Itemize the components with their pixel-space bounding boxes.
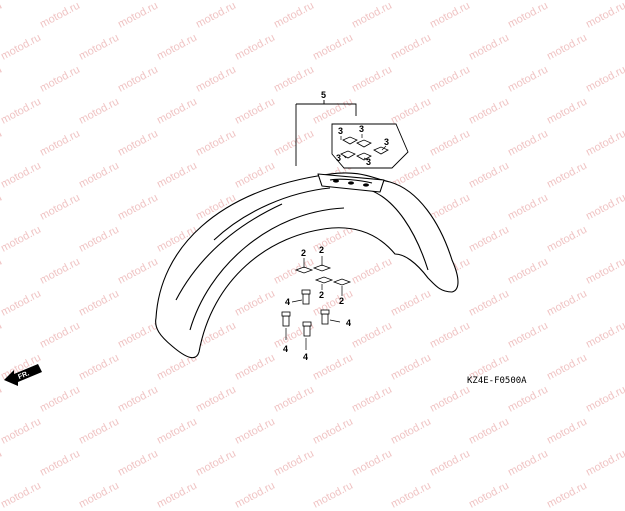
watermark-text: motod.ru [155, 479, 199, 511]
callout-bolt-3: 4 [303, 352, 308, 362]
watermark-text: motod.ru [77, 479, 121, 511]
diagram-code: KZ4E-F0500A [467, 376, 527, 386]
watermark-text: motod.ru [467, 479, 511, 511]
callout-bolt-1: 4 [285, 297, 290, 307]
callout-washer-4: 2 [339, 296, 344, 306]
washer-parts [294, 264, 352, 286]
callout-washer-3: 2 [319, 290, 324, 300]
bolt-set-box [331, 123, 409, 169]
watermark-text: motod.ru [389, 479, 433, 511]
callout-bolt-set-1: 3 [338, 126, 343, 136]
front-fender [155, 172, 459, 359]
nut-parts [340, 136, 389, 161]
callout-bolt-set-3: 3 [384, 137, 389, 147]
parts-diagram: 5 3 3 3 3 3 2 2 2 2 4 4 4 4 FR. [4, 90, 459, 386]
watermark-text: motod.ru [233, 479, 277, 511]
callout-bolt-4: 4 [346, 318, 351, 328]
front-direction-arrow: FR. [4, 364, 42, 386]
fender-mounting-holes [333, 179, 369, 187]
callout-bolt-set-2: 3 [359, 124, 364, 134]
callout-bolt-set-5: 3 [366, 157, 371, 167]
callout-bolt-2: 4 [283, 344, 288, 354]
watermark-text: motod.ru [0, 479, 43, 511]
callout-washer-1: 2 [301, 248, 306, 258]
callout-washer-2: 2 [319, 245, 324, 255]
direction-label: FR. [17, 370, 30, 381]
callout-assembly: 5 [321, 90, 326, 100]
leader-lines [285, 134, 387, 350]
watermark-text: motod.ru [311, 479, 355, 511]
assembly-bracket [295, 100, 357, 166]
watermark-text: motod.ru [545, 479, 589, 511]
bolt-parts [281, 289, 330, 337]
callout-bolt-set-4: 3 [336, 153, 341, 163]
